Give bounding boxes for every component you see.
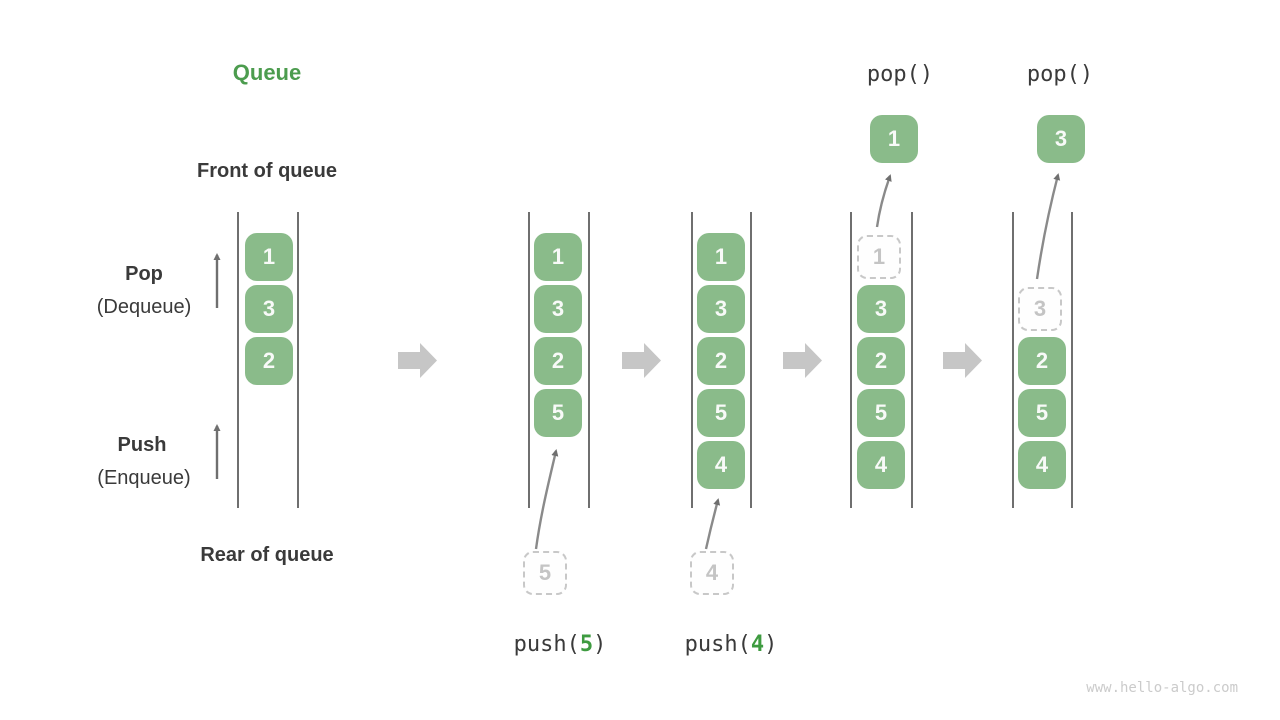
push-call-suffix: ) [593, 632, 607, 657]
queue3-cell: 2 [697, 337, 745, 385]
queue5-right-wall [1071, 212, 1073, 508]
queue2-left-wall [528, 212, 530, 508]
queue2-cell: 1 [534, 233, 582, 281]
pop-call-label: pop() [866, 62, 934, 87]
push-call-suffix: ) [764, 632, 778, 657]
pop-label: Pop [125, 263, 163, 285]
queue1-cell: 3 [245, 285, 293, 333]
step-arrow-icon [398, 343, 437, 378]
push4-movement-arrow [704, 498, 721, 550]
queue2-cell: 2 [534, 337, 582, 385]
queue4-cell: 3 [857, 285, 905, 333]
pop1-movement-arrow [875, 174, 892, 228]
push-call-arg: 5 [579, 632, 594, 657]
queue4-cell: 4 [857, 441, 905, 489]
push5-movement-arrow [534, 449, 559, 550]
pop-call-label: pop() [1026, 62, 1094, 87]
queue5-left-wall [1012, 212, 1014, 508]
queue5-cell: 2 [1018, 337, 1066, 385]
queue2-right-wall [588, 212, 590, 508]
queue3-cell: 4 [697, 441, 745, 489]
step-arrow-icon [783, 343, 822, 378]
queue3-right-wall [750, 212, 752, 508]
push-label: Push [117, 434, 167, 456]
queue1-cell: 1 [245, 233, 293, 281]
push-value-ghost-cell: 4 [690, 551, 734, 595]
queue4-cell: 2 [857, 337, 905, 385]
queue4-right-wall [911, 212, 913, 508]
push-call-prefix: push( [684, 632, 751, 657]
push-call-label: push(4) [676, 632, 786, 657]
pop-alias-label: (Dequeue) [96, 296, 192, 318]
queue4-left-wall [850, 212, 852, 508]
queue5-cell: 5 [1018, 389, 1066, 437]
queue3-cell: 5 [697, 389, 745, 437]
popped-value-cell: 3 [1037, 115, 1085, 163]
queue2-cell: 3 [534, 285, 582, 333]
queue1-left-wall [237, 212, 239, 508]
queue2-cell: 5 [534, 389, 582, 437]
step-arrow-icon [622, 343, 661, 378]
queue3-left-wall [691, 212, 693, 508]
queue1-right-wall [297, 212, 299, 508]
push-call-prefix: push( [513, 632, 580, 657]
queue5-cell: 4 [1018, 441, 1066, 489]
queue4-popped-ghost-cell: 1 [857, 235, 901, 279]
push-alias-label: (Enqueue) [97, 467, 191, 489]
diagram-title: Queue [232, 60, 302, 85]
queue1-cell: 2 [245, 337, 293, 385]
queue5-popped-ghost-cell: 3 [1018, 287, 1062, 331]
push-value-ghost-cell: 5 [523, 551, 567, 595]
push-call-label: push(5) [505, 632, 615, 657]
popped-value-cell: 1 [870, 115, 918, 163]
pop3-movement-arrow [1035, 173, 1061, 280]
step-arrow-icon [943, 343, 982, 378]
queue4-cell: 5 [857, 389, 905, 437]
queue3-cell: 1 [697, 233, 745, 281]
rear-of-queue-label: Rear of queue [200, 544, 334, 566]
push-call-arg: 4 [750, 632, 765, 657]
watermark: www.hello-algo.com [1086, 680, 1238, 696]
queue3-cell: 3 [697, 285, 745, 333]
front-of-queue-label: Front of queue [197, 160, 337, 182]
